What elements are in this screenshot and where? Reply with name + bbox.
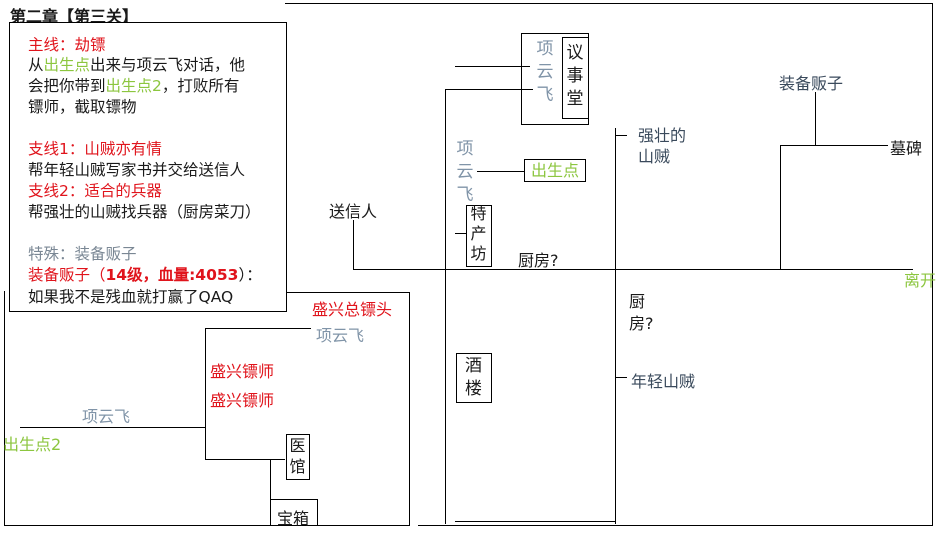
special-a: 装备贩子（ bbox=[28, 266, 106, 284]
right-border-top bbox=[285, 3, 933, 4]
equip-vendor[interactable]: 装备贩子 bbox=[779, 74, 844, 93]
special-shop[interactable] bbox=[466, 205, 492, 267]
right-border-right bbox=[932, 3, 933, 526]
xiang-yunfei-lower[interactable]: 项云飞 bbox=[316, 326, 365, 345]
lower-left-border-top bbox=[285, 292, 409, 293]
special-c: ）： bbox=[238, 266, 262, 284]
quest-panel: 主线：劫镖 从出生点出来与项云飞对话，他 会把你带到出生点2，打败所有 镖师，截… bbox=[9, 22, 287, 312]
page-title: 第二章【第三关】 bbox=[10, 7, 139, 26]
tombstone[interactable]: 墓碑 bbox=[890, 139, 923, 158]
strong-bandit-line1[interactable]: 强壮的 bbox=[638, 126, 687, 145]
yamen-connector bbox=[455, 66, 530, 67]
main-road bbox=[353, 269, 913, 270]
vendor-vertical bbox=[815, 92, 816, 146]
treasure-chest[interactable]: 宝箱 bbox=[277, 509, 310, 528]
main-line2-c: ，打败所有 bbox=[161, 77, 240, 95]
escort-box-bottom bbox=[205, 459, 285, 460]
main-line1-spawn: 出生点 bbox=[43, 56, 91, 74]
tavern-label: 酒楼 bbox=[465, 356, 482, 399]
main-line1-a: 从 bbox=[28, 56, 44, 74]
clinic-treasure-line bbox=[270, 460, 271, 526]
special-label: 特殊：装备贩子 bbox=[28, 245, 137, 263]
main-quest-line1: 从出生点出来与项云飞对话，他 bbox=[28, 53, 245, 75]
treasure-right bbox=[317, 499, 318, 526]
spawn-point[interactable]: 出生点 bbox=[524, 159, 586, 182]
xiang-yunfei-top[interactable]: 项云飞 bbox=[536, 39, 554, 105]
main-line1-c: 出来与项云飞对话，他 bbox=[90, 56, 246, 74]
side-quest-1-text: 帮年轻山贼写家书并交给送信人 bbox=[28, 161, 246, 179]
special-vendor-line: 装备贩子（14级，血量:4053）： bbox=[28, 263, 262, 285]
young-bandit-tick bbox=[615, 377, 627, 378]
tavern-bottom bbox=[455, 521, 615, 522]
kitchen-2-line1[interactable]: 厨 bbox=[629, 292, 646, 311]
shop-connector bbox=[455, 233, 467, 234]
lower-left-border-right bbox=[409, 292, 410, 526]
tomb-vertical bbox=[780, 145, 781, 270]
strong-bandit-tick bbox=[615, 135, 627, 136]
escort-box-left bbox=[205, 328, 206, 460]
side-quest-1-label: 支线1：山贼亦有情 bbox=[28, 140, 162, 158]
tomb-hbar bbox=[780, 145, 888, 146]
kitchen-2-line2[interactable]: 房? bbox=[629, 314, 654, 333]
xiang-yunfei-mid[interactable]: 项云飞 bbox=[456, 139, 474, 205]
kitchen-1[interactable]: 厨房? bbox=[518, 251, 559, 270]
side-quest-2-text: 帮强壮的山贼找兵器（厨房菜刀） bbox=[28, 203, 261, 221]
tavern[interactable] bbox=[456, 353, 492, 403]
main-quest-line2: 会把你带到出生点2，打败所有 bbox=[28, 74, 239, 96]
clinic[interactable] bbox=[286, 434, 310, 480]
main-line2-spawn2: 出生点2 bbox=[105, 77, 162, 95]
special-stats: 14级，血量:4053 bbox=[105, 266, 239, 284]
escort-2[interactable]: 盛兴镖师 bbox=[210, 391, 275, 410]
east-vertical bbox=[615, 128, 616, 524]
escort-box-top bbox=[205, 328, 311, 329]
yamen-label: 议事堂 bbox=[566, 43, 584, 109]
side-quest-2-label: 支线2：适合的兵器 bbox=[28, 182, 162, 200]
main-line2-a: 会把你带到 bbox=[28, 77, 106, 95]
special-shop-label: 特产坊 bbox=[470, 204, 487, 263]
clinic-label: 医馆 bbox=[289, 436, 306, 476]
main-quest-label: 主线：劫镖 bbox=[28, 36, 106, 54]
spawn-point-2[interactable]: 出生点2 bbox=[3, 435, 62, 454]
xiang-yunfei-left[interactable]: 项云飞 bbox=[82, 407, 131, 426]
spawn-connector bbox=[477, 171, 525, 172]
special-quote: 如果我不是残血就打赢了QAQ bbox=[28, 288, 234, 306]
central-vertical bbox=[445, 89, 446, 524]
young-bandit[interactable]: 年轻山贼 bbox=[631, 372, 696, 391]
right-border-bottom bbox=[418, 525, 933, 526]
strong-bandit-line2[interactable]: 山贼 bbox=[638, 147, 671, 166]
head-escort[interactable]: 盛兴总镖头 bbox=[312, 300, 393, 319]
spawn2-path bbox=[20, 427, 206, 428]
main-quest-line3: 镖师，截取镖物 bbox=[28, 98, 137, 116]
lower-left-border-left bbox=[4, 291, 5, 526]
lower-left-border-bottom bbox=[4, 525, 409, 526]
central-top-hbar bbox=[445, 89, 533, 90]
exit[interactable]: 离开 bbox=[904, 271, 937, 290]
treasure-top bbox=[270, 499, 318, 500]
yamen-box[interactable] bbox=[562, 37, 589, 119]
messenger[interactable]: 送信人 bbox=[329, 202, 378, 221]
messenger-branch bbox=[353, 220, 354, 270]
escort-1[interactable]: 盛兴镖师 bbox=[210, 362, 275, 381]
